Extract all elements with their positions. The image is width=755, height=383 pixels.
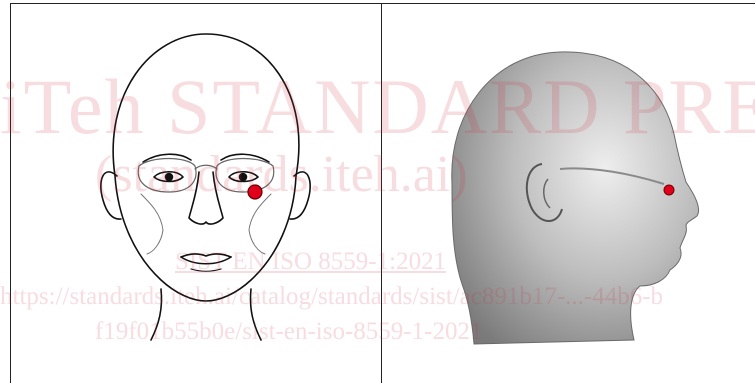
landmark-marker-front	[248, 185, 262, 199]
landmark-marker-side	[664, 185, 674, 195]
side-scan-panel	[382, 4, 755, 383]
side-head-scan	[382, 4, 755, 383]
front-face-drawing	[11, 4, 381, 383]
front-face-drawing-panel	[11, 4, 381, 383]
